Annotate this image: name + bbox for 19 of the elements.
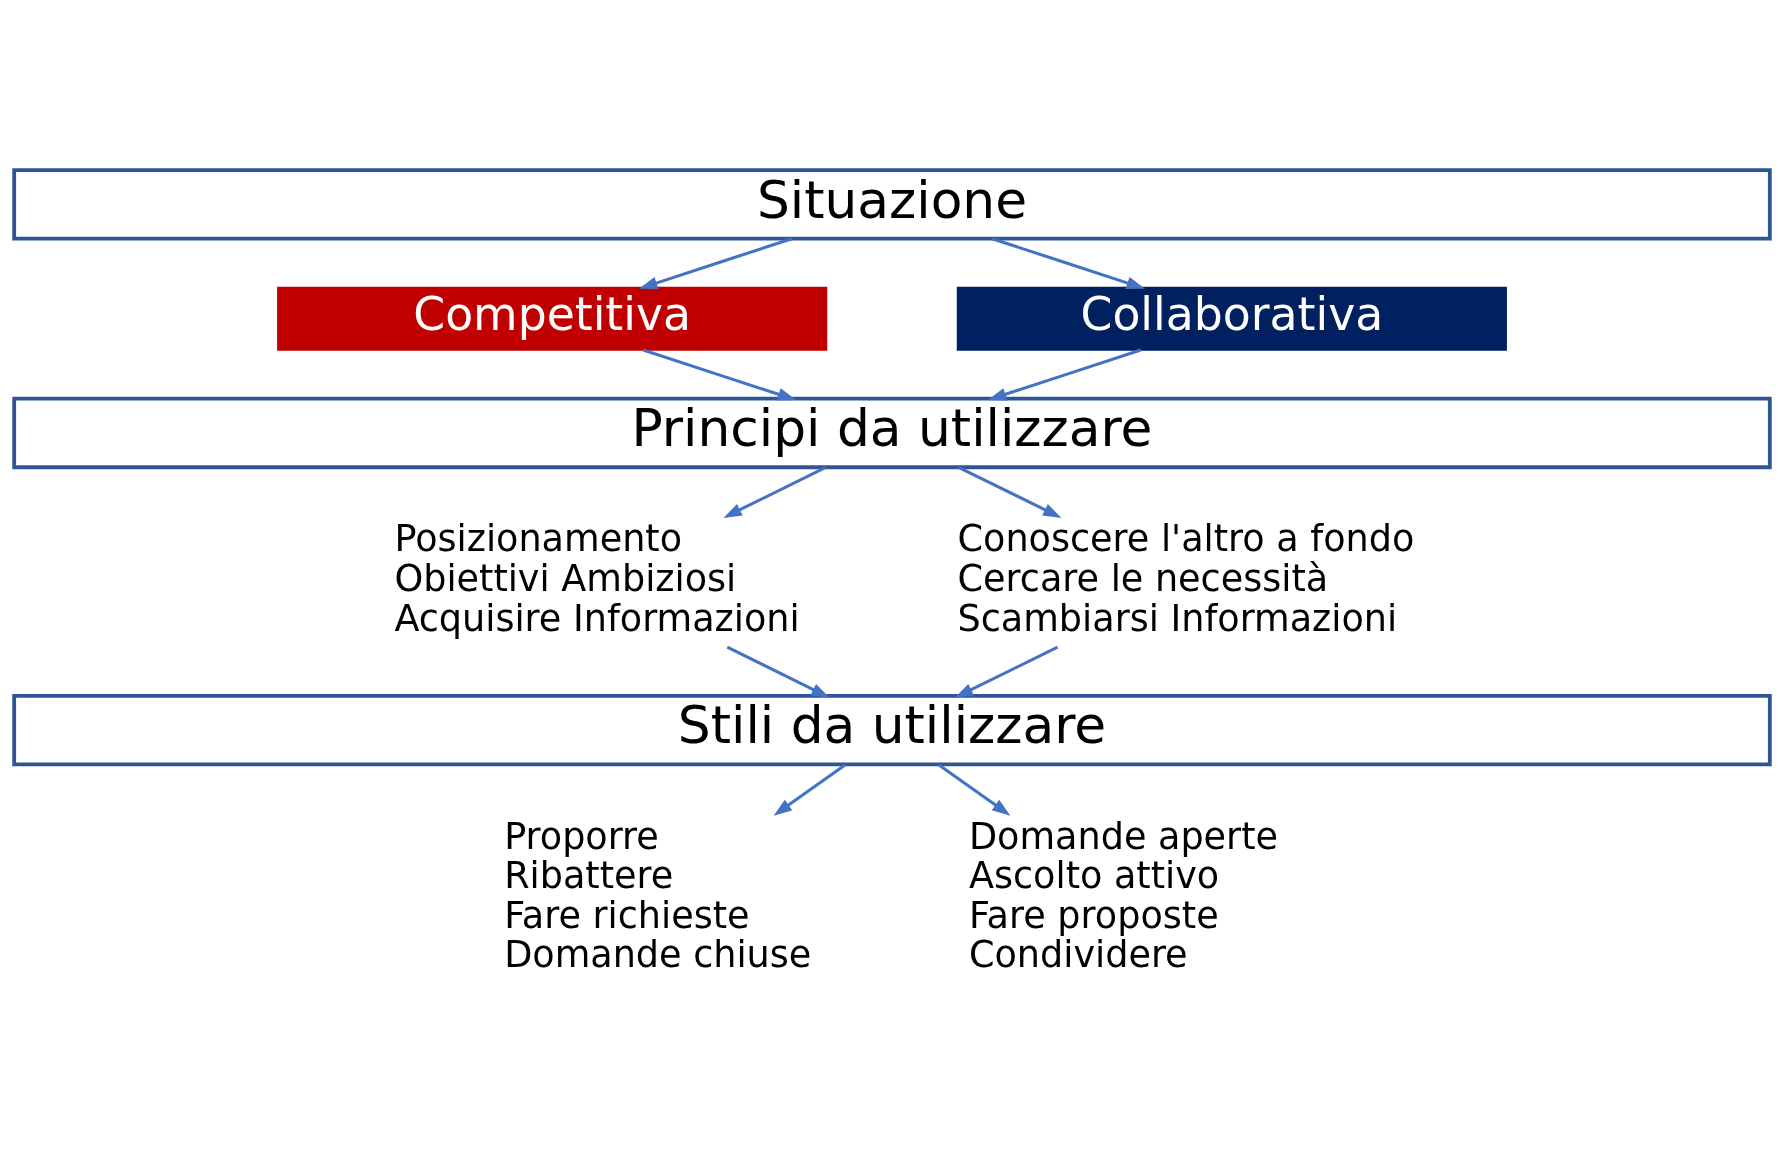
node-box: Situazione — [12, 167, 1772, 241]
arrow — [991, 236, 1145, 289]
arrow — [639, 236, 793, 289]
node-text: Conoscere l'altro a fondo Cercare le necessità Scambiarsi Informazioni — [957, 516, 1415, 640]
arrow — [958, 465, 1062, 518]
node-box: Collaborativa — [956, 286, 1507, 351]
arrow — [987, 348, 1142, 400]
node-text: Proporre Ribattere Fare richieste Domande chiuse — [504, 814, 812, 976]
node-box: Stili da utilizzare — [12, 693, 1772, 766]
arrow — [726, 645, 830, 698]
arrow — [642, 348, 797, 400]
arrow — [937, 763, 1011, 816]
node-text: Domande aperte Ascolto attivo Fare proposte Condividere — [968, 814, 1278, 976]
node-box: Competitiva — [277, 286, 828, 351]
arrow — [773, 763, 847, 816]
node-text: Posizionamento Obiettivi Ambiziosi Acquisire Informazioni — [394, 516, 800, 640]
arrow — [723, 465, 826, 518]
node-box: Principi da utilizzare — [12, 396, 1772, 469]
arrow — [954, 645, 1059, 698]
